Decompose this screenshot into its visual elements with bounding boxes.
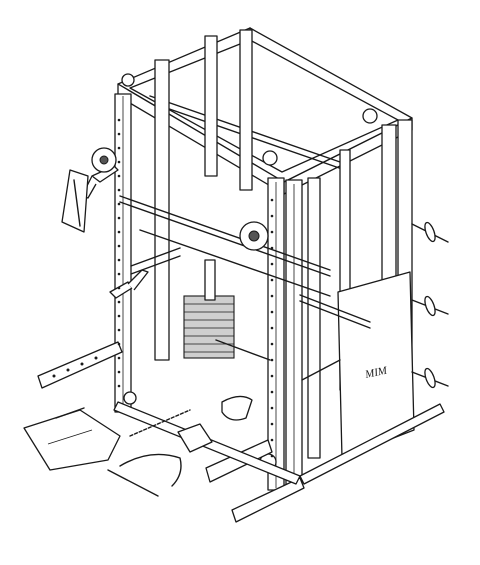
j-hooks-left (81, 165, 149, 299)
right-upright-holes (270, 198, 274, 458)
ankle-cuff (221, 395, 253, 421)
curved-rope (119, 453, 182, 487)
left-upright-holes (117, 118, 121, 388)
foot-plate (23, 409, 121, 471)
front-right-uprights (267, 177, 321, 491)
straight-bar (107, 469, 159, 497)
smith-bar (119, 195, 371, 329)
cable-handle-left (61, 147, 117, 233)
guard-panel: MIM (337, 271, 415, 459)
left-foot-holes (52, 356, 98, 378)
weight-stack (183, 259, 235, 359)
brand-logo: MIM (363, 364, 389, 381)
weight-horns (411, 221, 449, 389)
floor-accessories (23, 395, 253, 497)
braces (130, 247, 341, 381)
chain (129, 409, 191, 437)
d-handle (177, 423, 213, 453)
short-handle (55, 407, 85, 419)
